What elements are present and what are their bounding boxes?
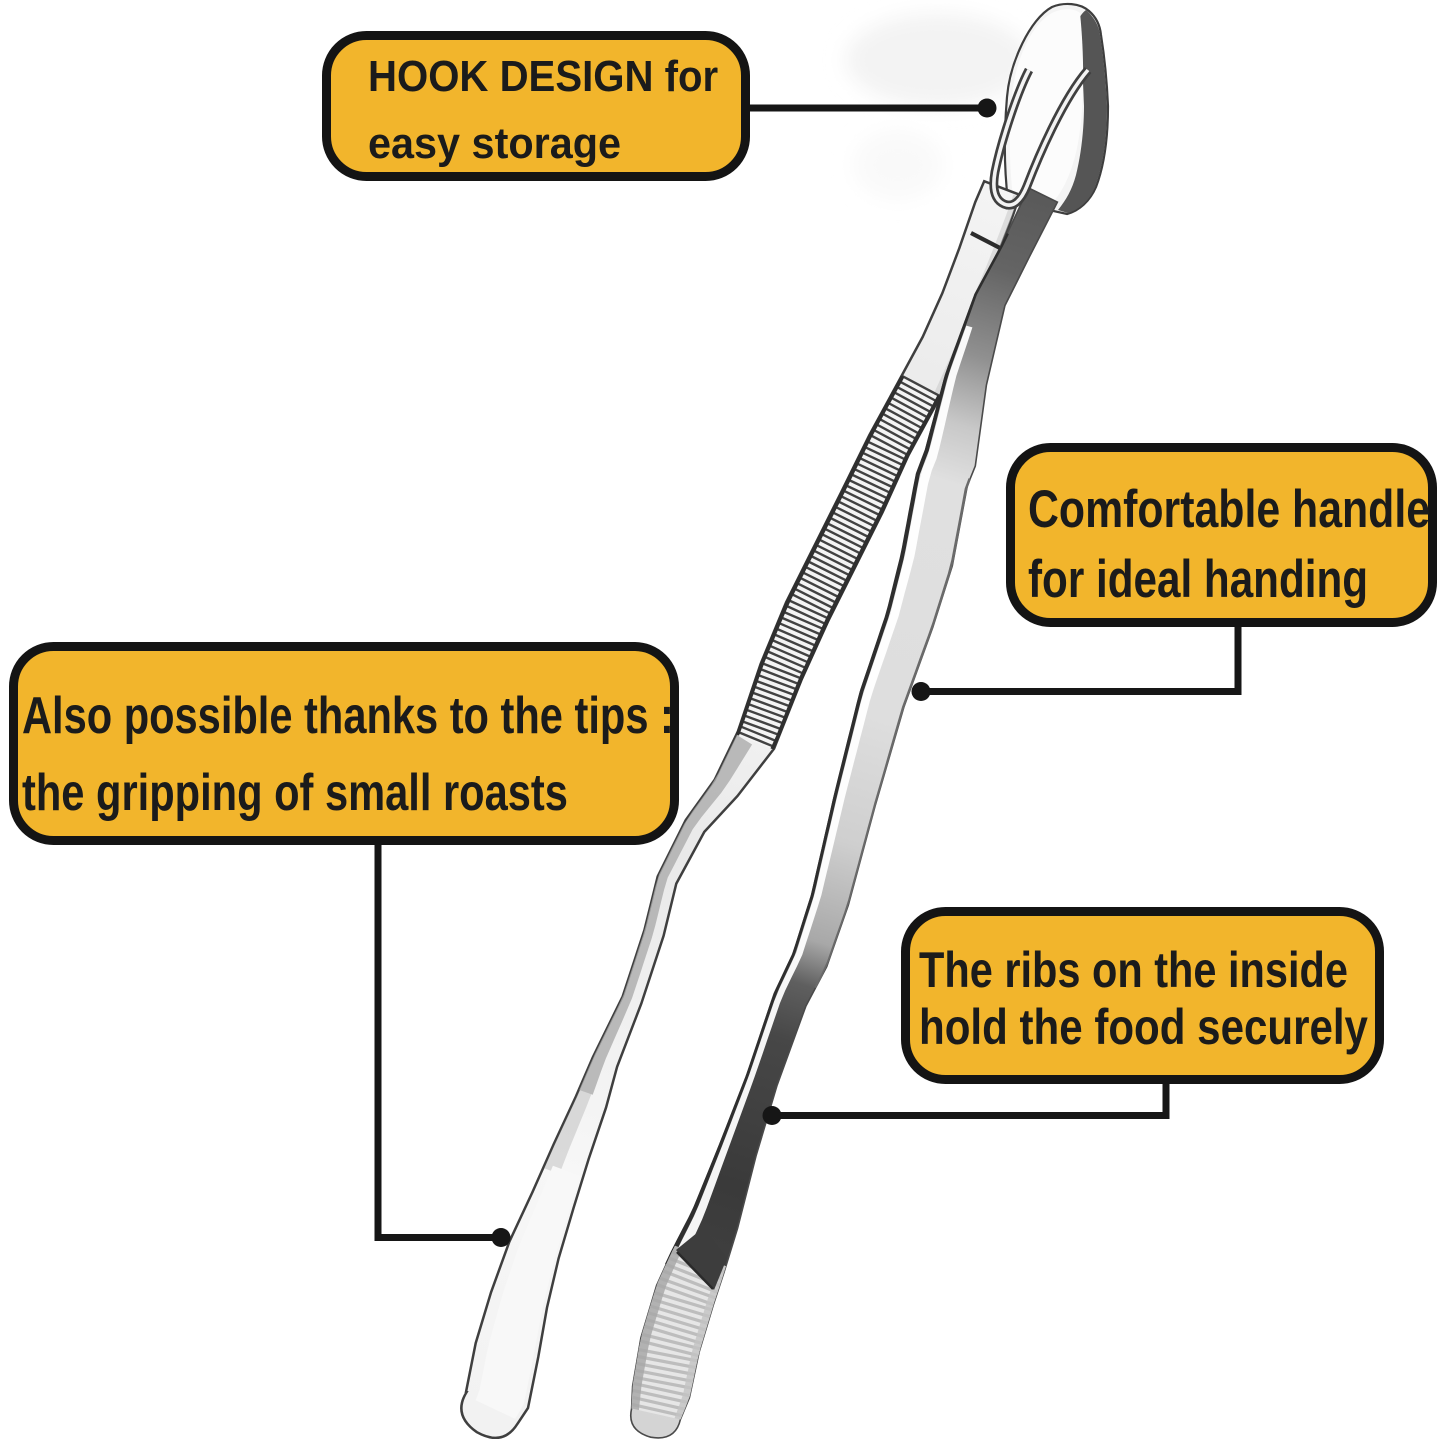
svg-text:The ribs on the inside: The ribs on the inside — [919, 941, 1348, 998]
svg-text:Also possible thanks to the ti: Also possible thanks to the tips : — [22, 686, 674, 745]
svg-text:easy storage: easy storage — [368, 119, 621, 168]
svg-text:HOOK DESIGN for: HOOK DESIGN for — [368, 51, 718, 100]
svg-text:hold the food securely: hold the food securely — [919, 999, 1368, 1055]
svg-text:the gripping of small roasts: the gripping of small roasts — [22, 763, 568, 822]
svg-text:Comfortable handle: Comfortable handle — [1028, 480, 1430, 539]
svg-text:for ideal handing: for ideal handing — [1028, 551, 1368, 610]
